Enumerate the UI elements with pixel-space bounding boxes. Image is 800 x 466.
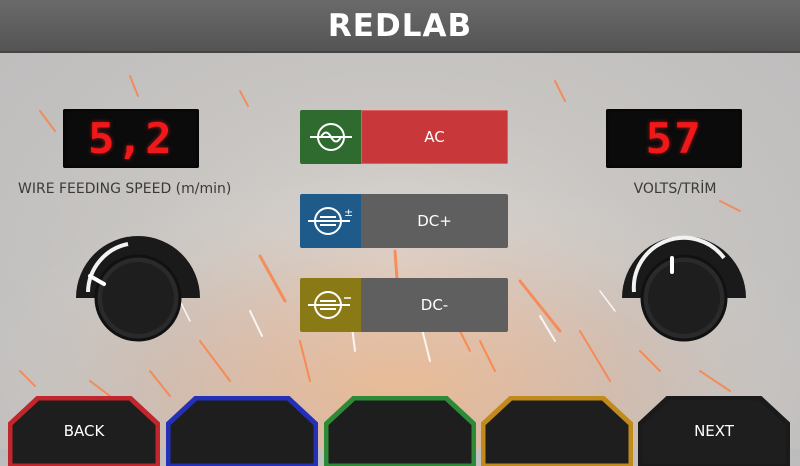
blue-button-shape bbox=[166, 396, 318, 466]
dc-minus-icon-box bbox=[300, 278, 361, 332]
wire-speed-display: 5,2 bbox=[63, 109, 199, 168]
ac-icon-box bbox=[300, 110, 361, 164]
dc-plus-icon: ± bbox=[307, 206, 353, 235]
back-button-label: BACK bbox=[63, 422, 105, 440]
yellow-button-shape bbox=[481, 396, 633, 466]
volts-value: 57 bbox=[645, 114, 703, 163]
next-button[interactable]: NEXT bbox=[638, 396, 790, 466]
svg-text:±: ± bbox=[344, 206, 353, 219]
dc-plus-icon-box: ± bbox=[300, 194, 361, 248]
redlab-logo: REDLAB bbox=[327, 7, 473, 44]
next-button-label: NEXT bbox=[694, 422, 734, 440]
mode-dc-plus-label: DC+ bbox=[361, 194, 508, 248]
ac-sine-icon bbox=[309, 123, 352, 151]
dc-minus-icon bbox=[307, 291, 351, 319]
volts-knob[interactable] bbox=[614, 218, 754, 348]
wire-speed-caption: WIRE FEEDING SPEED (m/min) bbox=[18, 181, 232, 197]
mode-ac-label: AC bbox=[361, 110, 508, 164]
app-header: REDLAB bbox=[0, 0, 800, 53]
volts-display: 57 bbox=[606, 109, 742, 168]
yellow-button[interactable] bbox=[481, 396, 633, 466]
mode-dc-minus-label: DC- bbox=[361, 278, 508, 332]
blue-button[interactable] bbox=[166, 396, 318, 466]
mode-dc-minus-button[interactable]: DC- bbox=[300, 278, 508, 332]
green-button[interactable] bbox=[324, 396, 476, 466]
wire-speed-knob[interactable] bbox=[68, 218, 208, 348]
volts-caption: VOLTS/TRİM bbox=[633, 181, 717, 197]
wire-speed-knob-indicator bbox=[88, 274, 106, 286]
green-button-shape bbox=[324, 396, 476, 466]
back-button[interactable]: BACK bbox=[8, 396, 160, 466]
mode-dc-plus-button[interactable]: ± DC+ bbox=[300, 194, 508, 248]
mode-ac-button[interactable]: AC bbox=[300, 110, 508, 164]
wire-speed-value: 5,2 bbox=[88, 114, 174, 163]
